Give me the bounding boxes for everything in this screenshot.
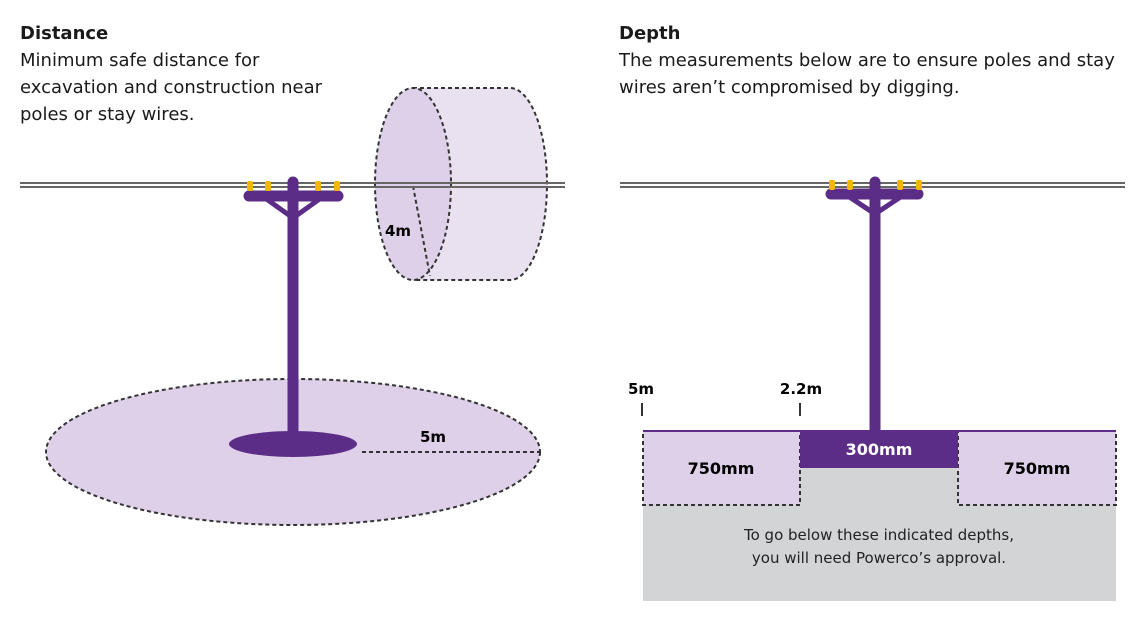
center-zone-label: 300mm — [846, 440, 913, 459]
distance-description: Minimum safe distance for excavation and… — [20, 50, 323, 125]
marker-5m-label: 5m — [628, 380, 654, 398]
ground-radius-label: 5m — [420, 428, 446, 446]
approval-note-line2: you will need Powerco’s approval. — [752, 549, 1006, 567]
left-zone-label: 750mm — [688, 459, 755, 478]
marker-2-2m-label: 2.2m — [780, 380, 822, 398]
depth-zone-right: 750mm — [957, 430, 1117, 506]
distance-markers: 5m 2.2m — [628, 380, 822, 416]
power-pole-right — [825, 176, 924, 438]
pole-base — [229, 431, 357, 457]
overhead-radius-label: 4m — [385, 222, 411, 240]
depth-title: Depth — [619, 23, 681, 44]
approval-note-line1: To go below these indicated depths, — [743, 526, 1014, 544]
insulator-icons — [247, 181, 340, 191]
depth-zone-left: 750mm — [642, 430, 801, 506]
power-pole-left — [229, 176, 357, 457]
depth-zone-center: 300mm — [800, 430, 958, 468]
depth-description: The measurements below are to ensure pol… — [619, 50, 1115, 98]
distance-header: Distance Minimum safe distance for excav… — [20, 20, 340, 128]
right-zone-label: 750mm — [1004, 459, 1071, 478]
depth-header: Depth The measurements below are to ensu… — [619, 20, 1129, 101]
insulator-icons — [829, 180, 922, 190]
overhead-radius-line — [412, 185, 431, 277]
distance-title: Distance — [20, 23, 109, 44]
